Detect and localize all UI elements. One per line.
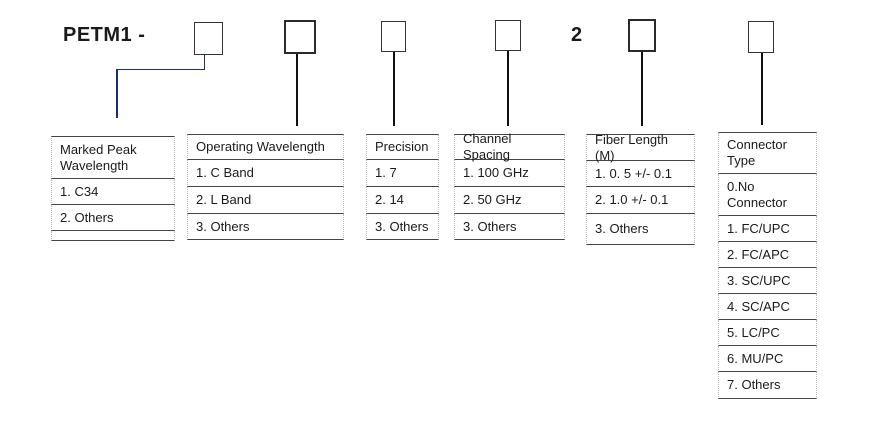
list-item: 4. SC/APC: [718, 294, 817, 320]
list-item: 2. FC/APC: [718, 242, 817, 268]
table-header: Channel Spacing: [454, 131, 565, 162]
code-box-operating-wavelength: [284, 20, 316, 54]
connector-line: [761, 53, 763, 125]
table-header: Operating Wavelength: [187, 134, 344, 160]
list-item: 1. 100 GHz: [454, 160, 565, 187]
connector-line: [116, 69, 205, 70]
connector-line: [393, 52, 395, 126]
list-item: 2. 1.0 +/- 0.1: [586, 187, 695, 214]
list-item: 3. Others: [586, 214, 695, 245]
header-line: Marked Peak: [60, 141, 137, 157]
code-box-channel-spacing: [495, 20, 521, 51]
connector-line: [507, 51, 509, 126]
table-fiber-length: Fiber Length (M) 1. 0. 5 +/- 0.1 2. 1.0 …: [586, 132, 695, 245]
code-box-precision: [381, 21, 406, 52]
table-header: Connector Type: [718, 132, 817, 174]
table-header: Fiber Length (M): [586, 132, 695, 163]
table-connector-type: Connector Type 0.No Connector 1. FC/UPC …: [718, 132, 817, 399]
list-item: 7. Others: [718, 372, 817, 399]
connector-line: [204, 55, 205, 70]
model-prefix: PETM1 -: [63, 24, 146, 46]
table-channel-spacing: Channel Spacing 1. 100 GHz 2. 50 GHz 3. …: [454, 131, 565, 240]
list-item: [51, 231, 175, 241]
list-item: 2. 14: [366, 187, 439, 214]
list-item: 5. LC/PC: [718, 320, 817, 346]
list-item: 2. 50 GHz: [454, 187, 565, 214]
list-item: 1. C Band: [187, 160, 344, 187]
code-box-marked-peak: [194, 22, 223, 55]
fixed-digit: 2: [571, 24, 583, 46]
connector-line: [116, 69, 118, 118]
code-box-fiber-length: [628, 19, 656, 52]
list-item: 1. C34: [51, 179, 175, 205]
list-item: 1. 7: [366, 160, 439, 187]
table-marked-peak-wavelength: Marked Peak Wavelength 1. C34 2. Others: [51, 136, 175, 241]
list-item: 1. FC/UPC: [718, 216, 817, 242]
header-line: Type: [727, 153, 756, 168]
table-operating-wavelength: Operating Wavelength 1. C Band 2. L Band…: [187, 134, 344, 240]
list-item: 0.No Connector: [718, 174, 817, 216]
header-line: Wavelength: [60, 157, 129, 173]
table-header: Marked Peak Wavelength: [51, 136, 175, 179]
list-item: 3. Others: [187, 214, 344, 240]
list-item: 6. MU/PC: [718, 346, 817, 372]
connector-line: [641, 52, 643, 126]
header-line: Connector: [727, 137, 787, 152]
list-item: 3. Others: [454, 214, 565, 240]
table-header: Precision: [366, 134, 439, 160]
connector-line: [296, 54, 298, 126]
code-box-connector-type: [748, 21, 774, 53]
list-item: 1. 0. 5 +/- 0.1: [586, 161, 695, 187]
list-item: 3. Others: [366, 214, 439, 240]
table-precision: Precision 1. 7 2. 14 3. Others: [366, 134, 439, 240]
list-item: 2. L Band: [187, 187, 344, 214]
list-item: 2. Others: [51, 205, 175, 231]
list-item: 3. SC/UPC: [718, 268, 817, 294]
